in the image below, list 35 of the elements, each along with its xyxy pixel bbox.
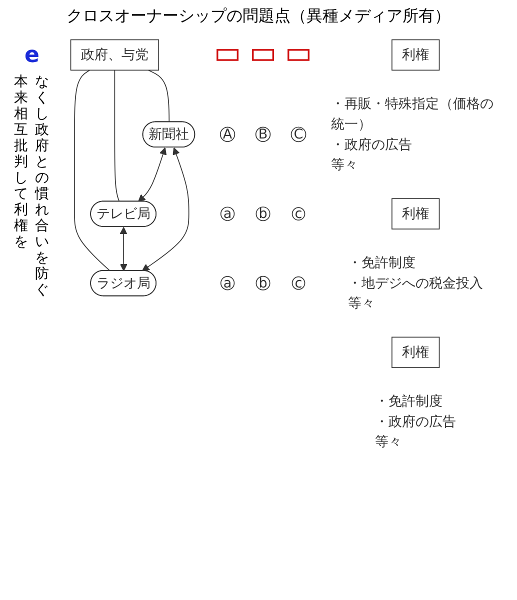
note-text: 本来相互批判して利権を [14,74,29,252]
connector [114,70,120,202]
connector [74,70,110,272]
diagram-title: クロスオーナーシップの問題点（異種メディア所有） [66,6,452,27]
arrow [138,147,167,202]
node-box [288,49,310,61]
arrow [120,226,128,272]
node-box: 利権 [392,198,440,230]
node-label: 等々 [348,294,376,311]
note-text: なくし政府との慣れ合いを防ぐ [35,74,50,298]
node-label: 等々 [331,156,358,172]
node-circle: c [292,276,306,290]
node-box: 政府、与党 [70,39,160,71]
node-circle: b [256,206,270,222]
node-box: 利権 [392,39,440,71]
node-label: ・免許制度 [375,392,443,409]
connector [148,70,170,123]
node-circle: c [292,207,306,220]
node-circle: a [220,206,235,221]
mark-letter: e [24,43,40,68]
node-label: ・免許制度 [348,254,416,270]
node-label: 等々 [375,434,402,450]
node-label: ・政府の広告 [375,413,456,430]
node-label: ・再販・特殊指定（価格の統一） [331,96,494,132]
node-box: 利権 [392,336,440,368]
node-label: ・政府の広告 [331,136,412,152]
arrow [142,147,190,272]
node-box [216,49,239,61]
node-circle: C [290,126,306,142]
node-label: ・地デジへの税金投入 [348,274,484,291]
node-box [252,49,274,61]
node-circle: B [255,126,271,142]
node-circle: A [220,126,236,142]
node-circle: a [220,276,235,290]
node-circle: b [256,276,270,290]
